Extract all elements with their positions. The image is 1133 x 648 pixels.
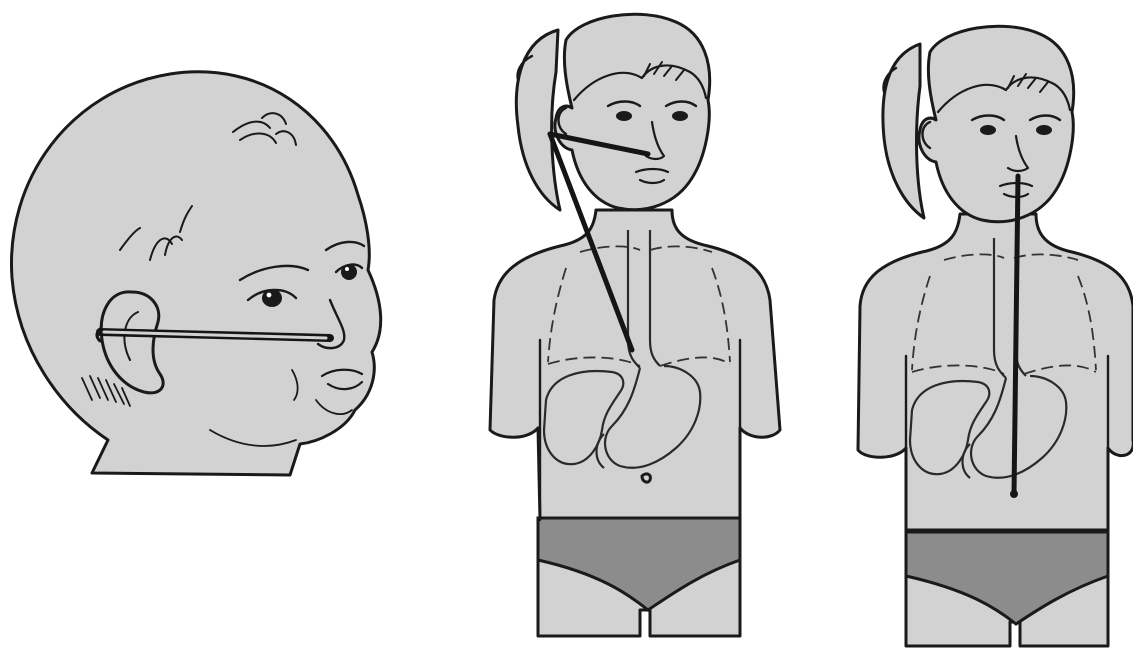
child-measure-panel: [490, 14, 780, 636]
infant-head: [11, 72, 380, 475]
child-inserted-panel: [858, 26, 1133, 646]
child2-head: [919, 26, 1074, 221]
child2-ponytail: [883, 44, 924, 218]
child-torso: [490, 210, 780, 520]
infant-panel: [11, 72, 380, 475]
child-ponytail: [516, 30, 560, 210]
child-head: [555, 14, 710, 209]
child2-torso: [858, 214, 1133, 530]
